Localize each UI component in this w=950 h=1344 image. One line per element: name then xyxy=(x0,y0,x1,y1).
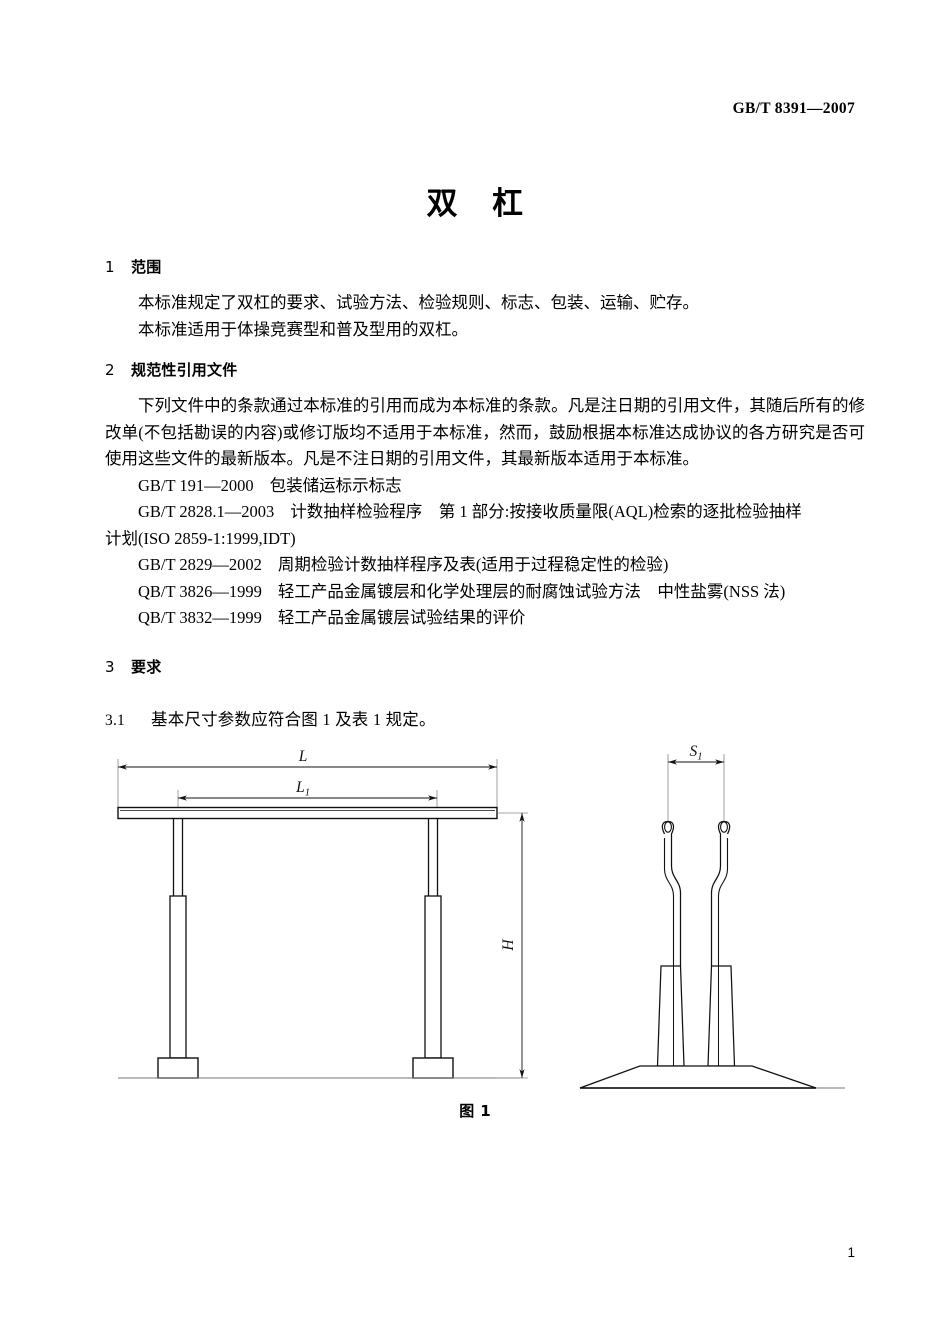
clause-number-3: 3 xyxy=(105,657,115,676)
subclause-3-1: 3.1 基本尺寸参数应符合图 1 及表 1 规定。 xyxy=(105,706,865,730)
reference-title: 周期检验计数抽样程序及表(适用于过程稳定性的检验) xyxy=(277,555,669,574)
spacer xyxy=(105,690,865,706)
clause-title-1: 范围 xyxy=(131,258,162,276)
dimension-label-H: H xyxy=(500,939,517,952)
reference-item: GB/T 2829—2002 周期检验计数抽样程序及表(适用于过程稳定性的检验) xyxy=(105,552,865,579)
reference-item: QB/T 3832—1999 轻工产品金属镀层试验结果的评价 xyxy=(105,605,865,632)
reference-title: 轻工产品金属镀层试验结果的评价 xyxy=(277,608,526,627)
reference-code: GB/T 191—2000 xyxy=(138,475,254,495)
page-title-part-1: 双 xyxy=(426,186,458,222)
document-body: 1 范围 本标准规定了双杠的要求、试验方法、检验规则、标志、包装、运输、贮存。 本… xyxy=(105,256,865,730)
clause-title-2: 规范性引用文件 xyxy=(131,361,238,379)
dimension-label-L1: L1 xyxy=(295,779,310,799)
page-title: 双杠 xyxy=(0,178,950,223)
clause-heading-3: 3 要求 xyxy=(105,656,865,677)
reference-title: 轻工产品金属镀层和化学处理层的耐腐蚀试验方法 中性盐雾(NSS 法) xyxy=(277,581,786,601)
clause-2-paragraph-1: 下列文件中的条款通过本标准的引用而成为本标准的条款。凡是注日期的引用文件，其随后… xyxy=(105,396,865,468)
figure-caption-number: 1 xyxy=(480,1102,491,1120)
figure-1-drawing: L L1 S1 H xyxy=(0,726,950,1126)
spacer xyxy=(105,632,865,656)
dimension-label-S1: S1 xyxy=(690,743,703,763)
standard-number-text: GB/T 8391—2007 xyxy=(732,100,855,117)
parallel-bars-svg: L L1 S1 H xyxy=(117,743,845,1089)
figure-caption-label: 图 xyxy=(459,1102,475,1120)
clause-title-3: 要求 xyxy=(131,657,162,676)
page-title-part-2: 杠 xyxy=(492,186,524,222)
reference-code: GB/T 2828.1—2003 xyxy=(138,502,275,521)
page-number: 1 xyxy=(847,1245,855,1260)
clause-1-paragraph-2: 本标准适用于体操竞赛型和普及型用的双杠。 xyxy=(138,319,468,339)
reference-code: QB/T 3832—1999 xyxy=(138,608,262,627)
spacer xyxy=(105,343,865,359)
standard-number-header: GB/T 8391—2007 xyxy=(733,100,855,118)
reference-item: QB/T 3826—1999 轻工产品金属镀层和化学处理层的耐腐蚀试验方法 中性盐… xyxy=(105,579,865,606)
subclause-text: 基本尺寸参数应符合图 1 及表 1 规定。 xyxy=(151,709,436,729)
reference-title: 包装储运标示标志 xyxy=(269,475,402,495)
subclause-number: 3.1 xyxy=(105,711,125,729)
clause-number-2: 2 xyxy=(105,361,115,379)
reference-item: GB/T 2828.1—2003 计数抽样检验程序 第 1 部分:按接收质量限(A… xyxy=(105,499,865,526)
dimension-label-L: L xyxy=(298,748,308,765)
reference-item: GB/T 191—2000 包装储运标示标志 xyxy=(105,473,865,500)
clause-1-paragraph-1: 本标准规定了双杠的要求、试验方法、检验规则、标志、包装、运输、贮存。 xyxy=(138,293,699,312)
reference-code: GB/T 2829—2002 xyxy=(138,555,262,574)
clause-heading-1: 1 范围 xyxy=(105,256,865,277)
clause-number-1: 1 xyxy=(105,258,115,276)
clause-heading-2: 2 规范性引用文件 xyxy=(105,359,865,380)
reference-continuation: 计划(ISO 2859-1:1999,IDT) xyxy=(105,528,296,548)
reference-title: 计数抽样检验程序 第 1 部分:按接收质量限(AQL)检索的逐批检验抽样 xyxy=(290,502,802,521)
reference-code: QB/T 3826—1999 xyxy=(138,581,262,601)
